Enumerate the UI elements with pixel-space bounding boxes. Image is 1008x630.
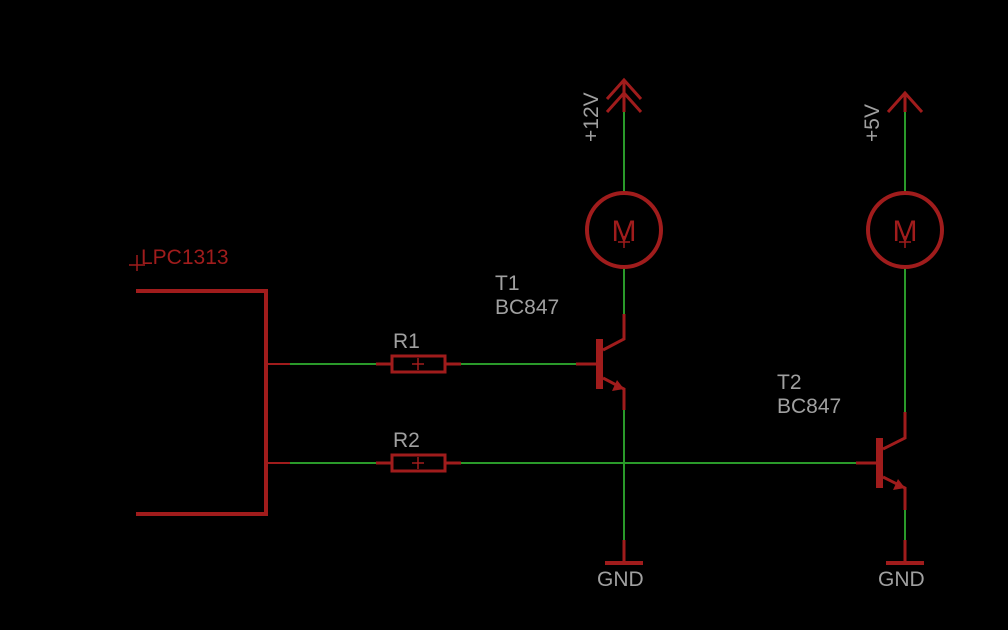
supply-12v-label: +12V bbox=[580, 92, 603, 142]
mcu-lpc1313 bbox=[129, 255, 290, 516]
resistor-r1-origin bbox=[412, 358, 424, 370]
motor-2-label: M bbox=[893, 215, 918, 248]
transistor-t1-value: BC847 bbox=[495, 296, 559, 319]
t2-base-bar bbox=[876, 438, 883, 488]
ground-symbol-1 bbox=[605, 540, 643, 565]
t2-collector bbox=[882, 412, 907, 451]
t1-emitter bbox=[602, 376, 626, 410]
ground-1-label: GND bbox=[597, 568, 644, 591]
transistor-t2-value: BC847 bbox=[777, 395, 841, 418]
t1-base-bar bbox=[596, 339, 603, 389]
transistor-t2 bbox=[856, 412, 907, 510]
resistor-r2 bbox=[376, 453, 461, 473]
t1-collector bbox=[602, 314, 626, 352]
motor-2-origin bbox=[899, 236, 911, 248]
ground-2-label: GND bbox=[878, 568, 925, 591]
transistor-t2-ref: T2 bbox=[777, 371, 802, 394]
symbols bbox=[129, 77, 944, 565]
resistor-r1 bbox=[376, 354, 461, 374]
motor-2 bbox=[866, 191, 944, 269]
mcu-name-label: LPC1313 bbox=[141, 246, 229, 269]
ground-symbol-2 bbox=[886, 540, 924, 565]
resistor-r2-label: R2 bbox=[393, 429, 420, 452]
motor-1-label: M bbox=[612, 215, 637, 248]
t1-emitter-arrow bbox=[612, 380, 624, 391]
t2-emitter bbox=[882, 475, 907, 510]
mcu-body-outline bbox=[136, 289, 268, 516]
supply-5v-label: +5V bbox=[861, 104, 884, 142]
resistor-r2-origin bbox=[412, 457, 424, 469]
motor-2-body bbox=[866, 191, 944, 269]
t2-emitter-arrow bbox=[893, 479, 905, 490]
motor-1 bbox=[585, 191, 663, 269]
motor-1-origin bbox=[618, 236, 630, 248]
transistor-t1 bbox=[576, 314, 626, 410]
nets bbox=[266, 110, 906, 540]
mcu-origin-cross bbox=[129, 255, 145, 271]
motor-1-body bbox=[585, 191, 663, 269]
supply-12v-symbol bbox=[605, 77, 643, 114]
supply-5v-symbol bbox=[886, 90, 924, 114]
resistor-r1-label: R1 bbox=[393, 330, 420, 353]
transistor-t1-ref: T1 bbox=[495, 272, 520, 295]
